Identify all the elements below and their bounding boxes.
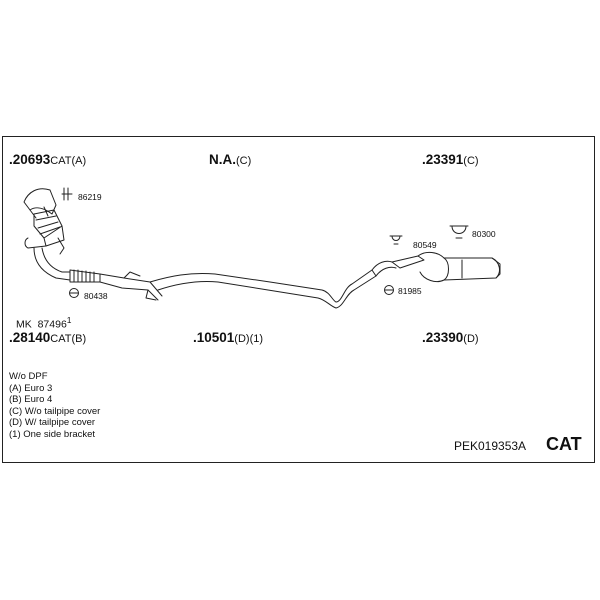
- small-part-80300[interactable]: 80300: [472, 229, 496, 239]
- small-part-80549[interactable]: 80549: [413, 240, 437, 250]
- small-part-80438[interactable]: 80438: [84, 291, 108, 301]
- part-suffix: (D)(1): [234, 333, 264, 345]
- rear-silencer-drawing: [391, 251, 501, 283]
- part-suffix: CAT(A): [50, 155, 87, 167]
- front-pipe-drawing: [69, 269, 163, 301]
- legend-item: (A) Euro 3: [9, 382, 53, 394]
- clamp-80438-icon: [69, 288, 79, 298]
- clamp-81985-icon: [384, 285, 394, 295]
- hanger-80549-icon: [389, 235, 403, 245]
- part-label-23390[interactable]: .23390(D): [422, 330, 479, 346]
- legend-item: (B) Euro 4: [9, 394, 53, 406]
- diagram-frame: [2, 136, 595, 463]
- part-number: .28140: [9, 330, 51, 345]
- hanger-86219-icon: [61, 187, 73, 201]
- part-label-23391[interactable]: .23391(C): [422, 152, 479, 168]
- part-suffix: (D): [463, 333, 479, 345]
- part-number: .20693: [9, 152, 51, 167]
- part-suffix: (C): [463, 155, 479, 167]
- legend-item: (D) W/ tailpipe cover: [9, 417, 96, 429]
- diagram-code: PEK019353A: [454, 439, 527, 453]
- legend: W/o DPF (A) Euro 3 (B) Euro 4 (C) W/o ta…: [9, 371, 100, 441]
- mk-prefix: MK: [16, 318, 32, 331]
- part-number: .23391: [422, 152, 464, 167]
- part-label-na[interactable]: N.A.(C): [209, 152, 251, 168]
- small-part-86219[interactable]: 86219: [78, 192, 102, 202]
- part-label-28140[interactable]: .28140CAT(B): [9, 330, 86, 346]
- hanger-80300-icon: [449, 225, 469, 239]
- mk-superscript: 1: [66, 315, 72, 325]
- mk-label[interactable]: MK 874961: [16, 316, 72, 330]
- part-number: .10501: [193, 330, 235, 345]
- legend-item: (C) W/o tailpipe cover: [9, 405, 101, 417]
- legend-item: (1) One side bracket: [9, 428, 96, 440]
- middle-pipe-drawing: [149, 260, 397, 309]
- part-suffix: (C): [236, 155, 252, 167]
- mk-number: 87496: [37, 318, 67, 331]
- part-label-10501[interactable]: .10501(D)(1): [193, 330, 263, 346]
- part-number: N.A.: [209, 152, 236, 167]
- catalytic-converter-drawing: [23, 188, 71, 281]
- legend-item: W/o DPF: [9, 371, 48, 382]
- part-suffix: CAT(B): [50, 333, 87, 345]
- part-number: .23390: [422, 330, 464, 345]
- small-part-81985[interactable]: 81985: [398, 286, 422, 296]
- category-label: CAT: [546, 434, 582, 454]
- part-label-20693[interactable]: .20693CAT(A): [9, 152, 86, 168]
